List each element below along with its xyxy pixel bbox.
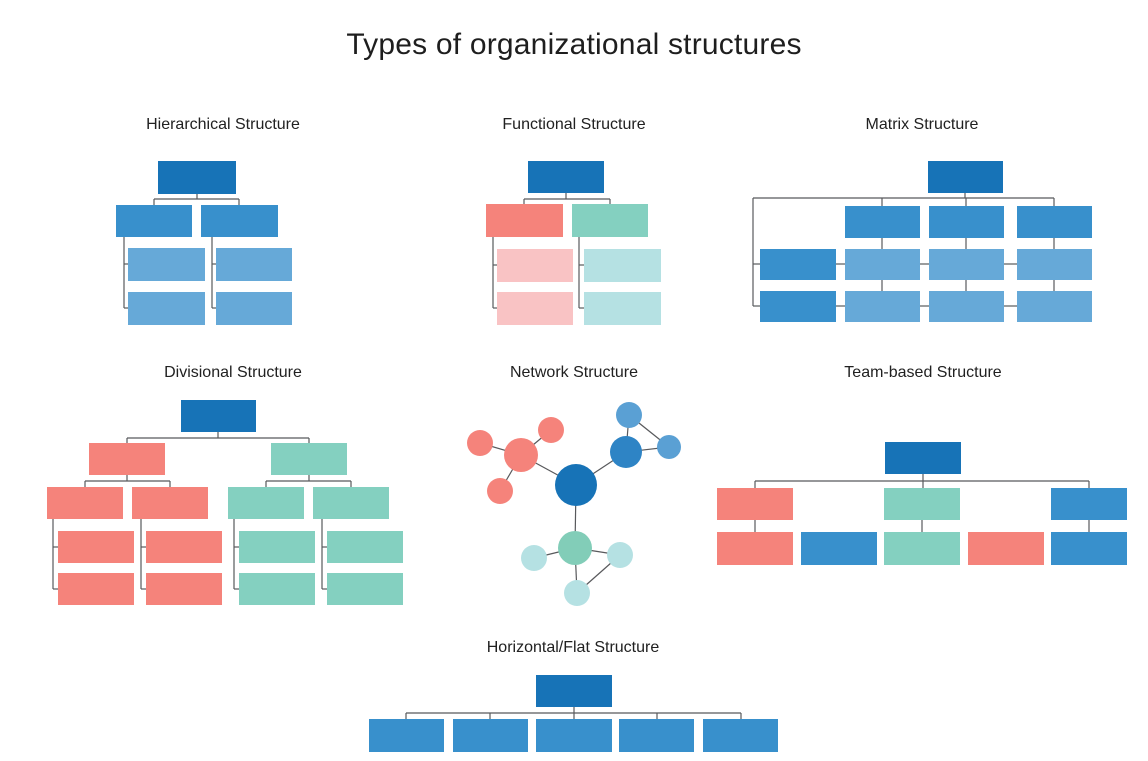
org-node-box [497,249,573,282]
org-node-box [929,249,1004,280]
structure-title-hierarchical: Hierarchical Structure [146,116,300,133]
org-node-box [132,487,208,519]
network-node-circle [538,417,564,443]
network-node-circle [607,542,633,568]
org-node-box [885,442,961,474]
org-node-box [228,487,304,519]
network-node-circle [657,435,681,459]
org-node-box [572,204,648,237]
org-node-box [128,292,205,325]
structure-title-divisional: Divisional Structure [164,364,302,381]
network-node-circle [555,464,597,506]
org-node-box [327,573,403,605]
org-node-box [216,292,292,325]
org-node-box [845,291,920,322]
network-node-circle [521,545,547,571]
org-node-box [1017,249,1092,280]
org-node-box [845,249,920,280]
org-node-box [453,719,528,752]
org-node-box [58,531,134,563]
horizontal-flat-diagram [369,675,778,752]
org-node-box [884,532,960,565]
hierarchical-diagram [116,161,292,325]
org-node-box [536,719,612,752]
org-node-box [968,532,1044,565]
org-node-box [528,161,604,193]
network-node-circle [467,430,493,456]
network-node-circle [610,436,642,468]
structure-title-network: Network Structure [509,364,639,381]
org-node-box [1051,488,1127,520]
org-node-box [327,531,403,563]
org-node-box [271,443,347,475]
org-node-box [181,400,256,432]
org-node-box [717,488,793,520]
org-node-box [929,291,1004,322]
network-node-circle [616,402,642,428]
structure-title-horizontal-flat: Horizontal/Flat Structure [486,639,660,656]
org-node-box [1051,532,1127,565]
org-node-box [703,719,778,752]
network-node-circle [564,580,590,606]
org-node-box [801,532,877,565]
org-node-box [146,531,222,563]
org-node-box [146,573,222,605]
org-node-box [1017,206,1092,238]
org-node-box [1017,291,1092,322]
org-node-box [584,292,661,325]
org-node-box [158,161,236,194]
org-node-box [929,206,1004,238]
org-node-box [128,248,205,281]
functional-diagram [486,161,661,325]
structure-title-functional: Functional Structure [502,116,646,133]
org-node-box [619,719,694,752]
org-node-box [216,248,292,281]
network-node-circle [504,438,538,472]
network-node-circle [558,531,592,565]
org-node-box [201,205,278,237]
matrix-diagram [752,161,1092,322]
org-node-box [58,573,134,605]
org-node-box [486,204,563,237]
org-node-box [884,488,960,520]
org-node-box [239,531,315,563]
org-node-box [760,291,836,322]
org-node-box [928,161,1003,193]
org-node-box [239,573,315,605]
org-node-box [313,487,389,519]
network-node-circle [487,478,513,504]
org-node-box [760,249,836,280]
org-node-box [89,443,165,475]
org-node-box [584,249,661,282]
org-node-box [845,206,920,238]
org-node-box [47,487,123,519]
network-diagram [467,402,681,606]
org-node-box [497,292,573,325]
team-based-diagram [717,442,1127,565]
org-node-box [536,675,612,707]
page-title: Types of organizational structures [346,28,802,61]
org-node-box [369,719,444,752]
structure-title-matrix: Matrix Structure [865,116,979,133]
divisional-diagram [47,400,403,605]
org-node-box [717,532,793,565]
structure-title-team-based: Team-based Structure [844,364,1002,381]
org-node-box [116,205,192,237]
